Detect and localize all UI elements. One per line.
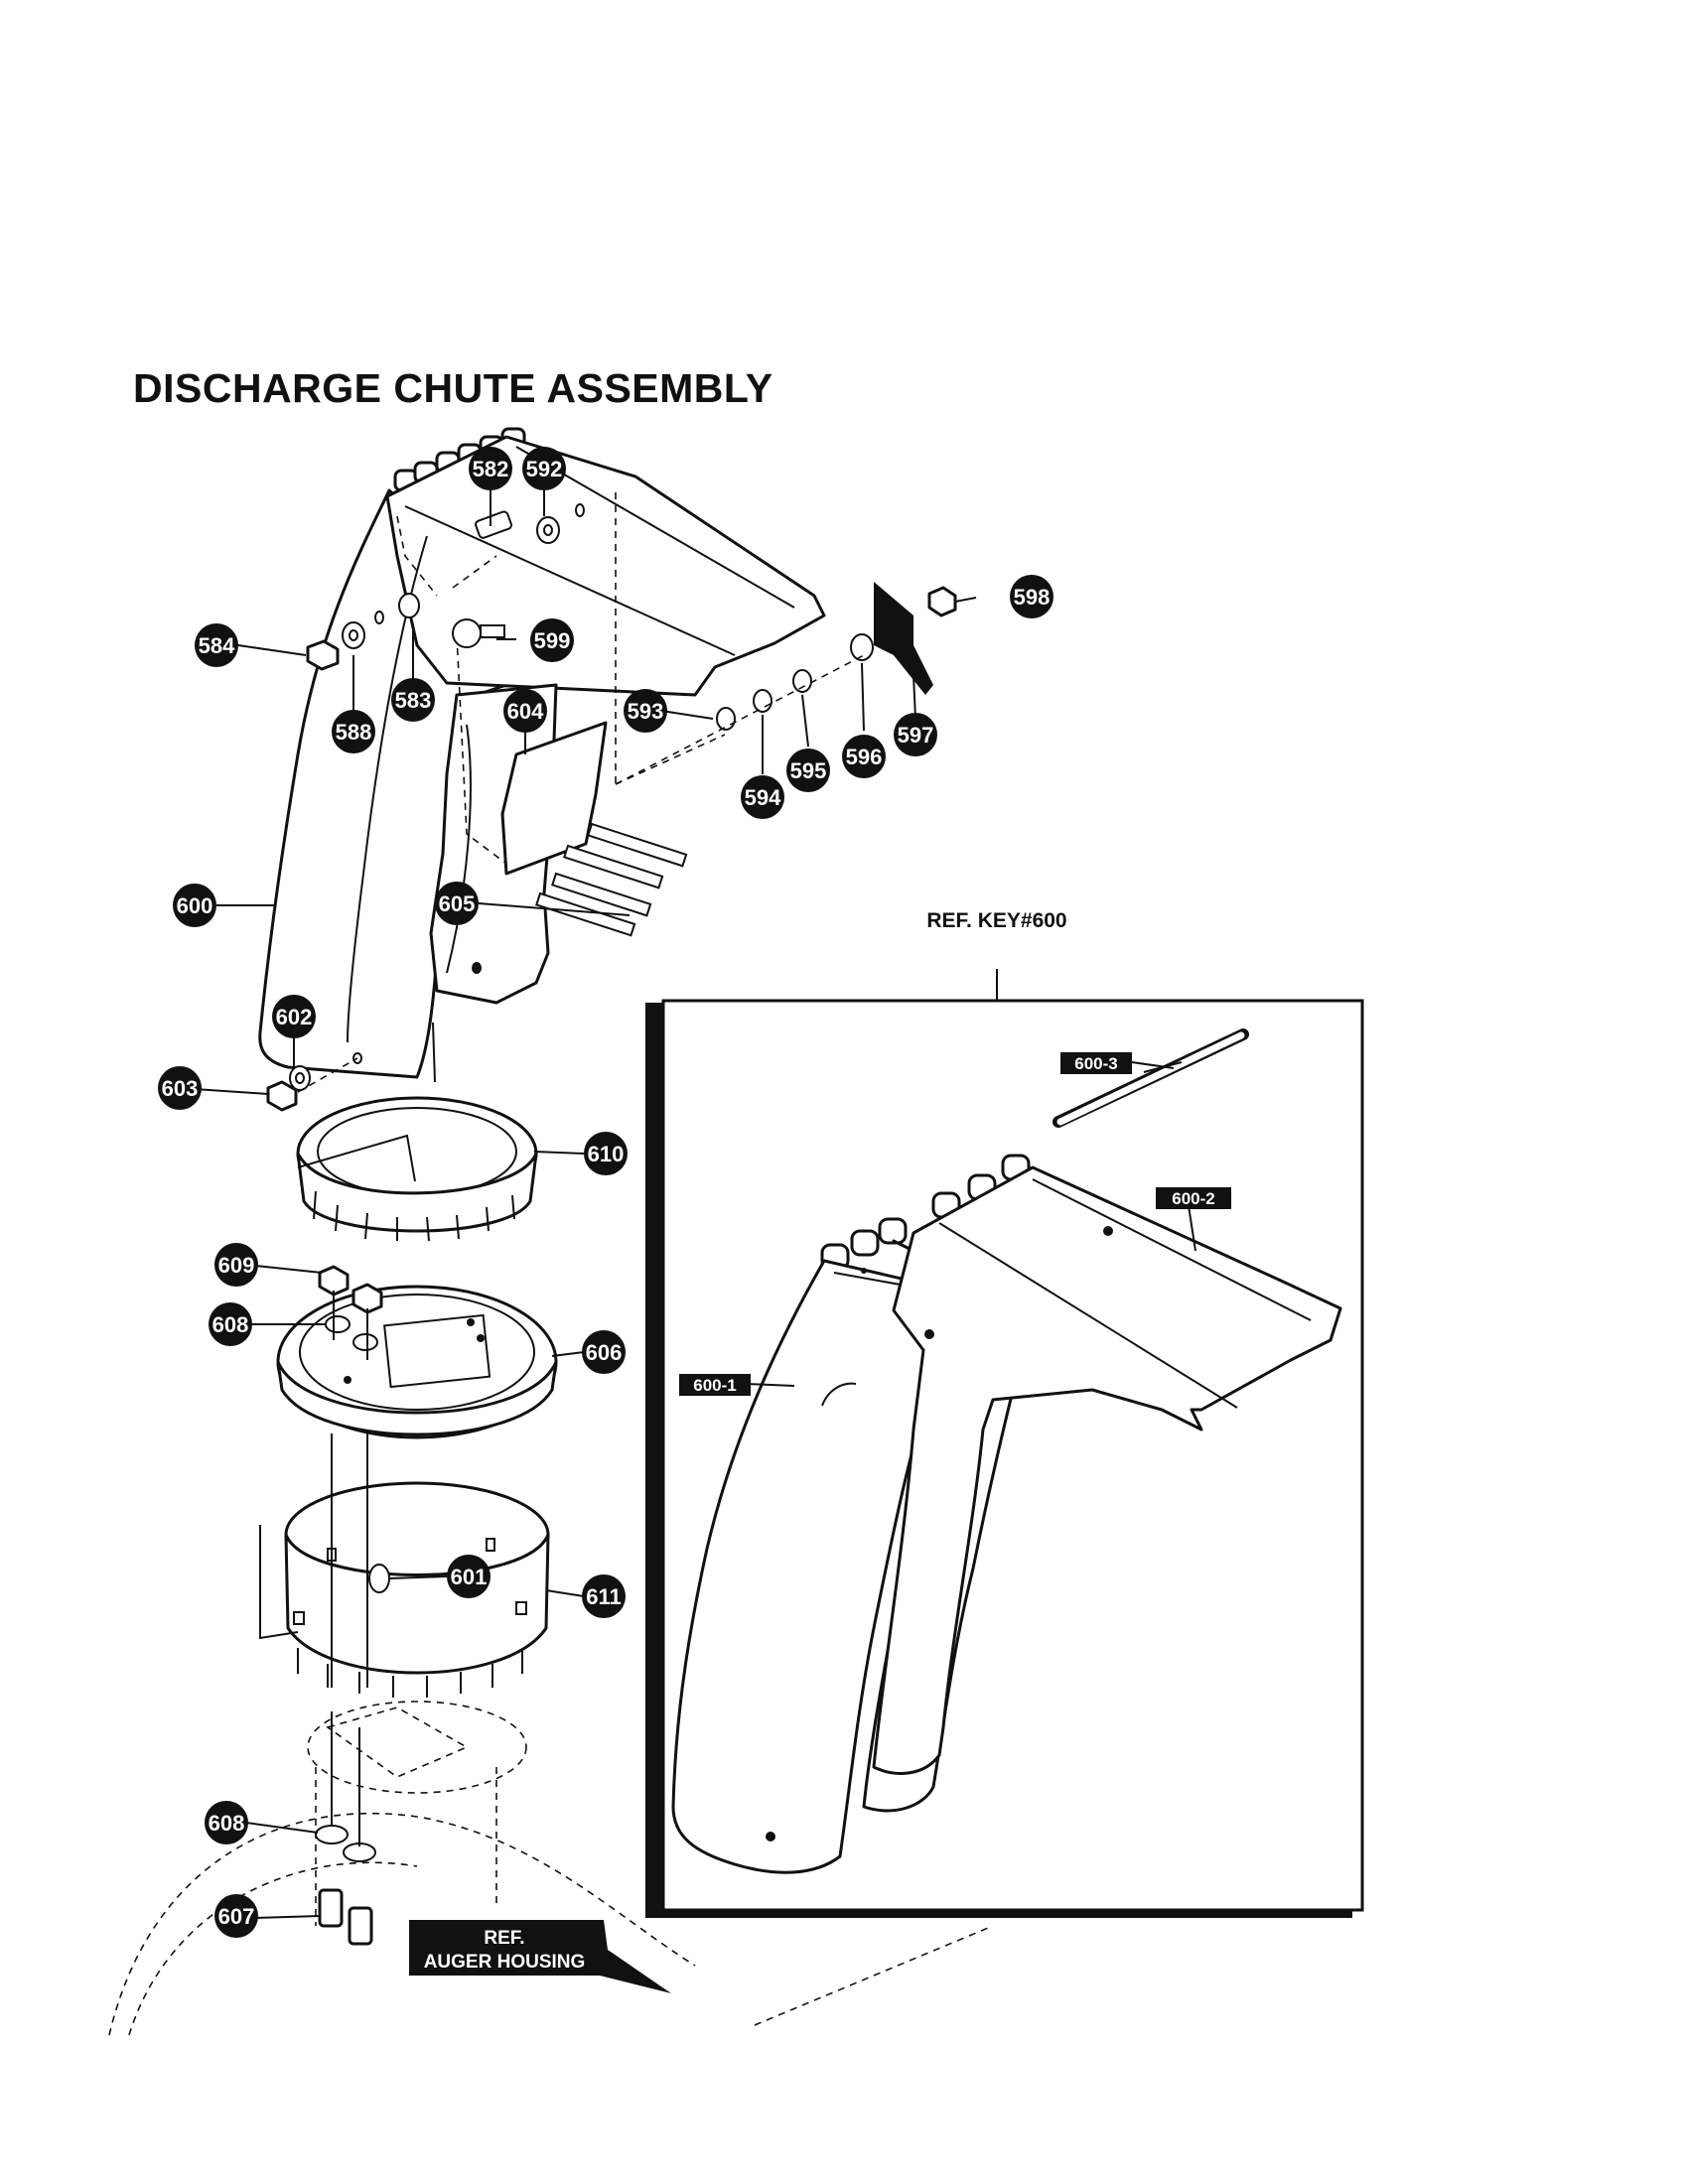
tag-600-2-label: 600-2	[1172, 1189, 1214, 1208]
callout-597: 597	[894, 713, 937, 756]
callout-606-label: 606	[586, 1340, 623, 1365]
callout-600: 600	[173, 884, 216, 927]
callout-610: 610	[584, 1132, 628, 1175]
callout-593: 593	[624, 689, 667, 733]
deflector-blade	[500, 721, 608, 876]
callout-595-label: 595	[790, 758, 827, 783]
callout-606: 606	[582, 1330, 626, 1374]
callout-584-label: 584	[199, 633, 235, 658]
callout-600-label: 600	[177, 893, 213, 918]
callout-608-upper: 608	[209, 1302, 252, 1346]
auger-flag-line2: AUGER HOUSING	[424, 1952, 586, 1973]
callout-582: 582	[469, 447, 512, 490]
callout-608-upper-label: 608	[212, 1312, 249, 1337]
callout-595: 595	[786, 749, 830, 792]
leader-lines	[179, 467, 1196, 1919]
top-hardware	[306, 503, 585, 671]
callout-584: 584	[195, 623, 238, 667]
tag-600-2: 600-2	[1156, 1187, 1231, 1209]
callout-605-label: 605	[439, 891, 476, 916]
lower-hardware	[266, 1022, 436, 1112]
ref-key-inset	[645, 969, 1364, 1918]
callout-594: 594	[741, 775, 784, 819]
callout-605: 605	[435, 882, 479, 925]
auger-mount-drawing	[108, 1701, 994, 2036]
callout-601-label: 601	[451, 1565, 488, 1589]
callout-598-label: 598	[1014, 585, 1051, 610]
callout-601: 601	[447, 1555, 491, 1598]
right-hardware	[615, 582, 957, 785]
callout-582-label: 582	[473, 457, 509, 481]
callout-611: 611	[582, 1574, 626, 1618]
auger-housing-flag: REF. AUGER HOUSING	[409, 1920, 671, 1993]
callout-599: 599	[530, 618, 574, 662]
callout-602-label: 602	[276, 1005, 313, 1029]
callout-592: 592	[522, 447, 566, 490]
callout-608-lower-label: 608	[209, 1811, 245, 1836]
callout-609: 609	[214, 1243, 258, 1287]
ring-610-drawing	[296, 1096, 538, 1242]
inset-front-plate	[872, 1165, 1342, 1775]
callout-596: 596	[842, 735, 886, 778]
callout-599-label: 599	[534, 628, 571, 653]
callout-608-lower: 608	[205, 1801, 248, 1844]
pins	[535, 822, 688, 937]
callout-609-label: 609	[218, 1253, 255, 1278]
ring-606-drawing	[276, 1265, 558, 1439]
tag-600-1-label: 600-1	[693, 1376, 736, 1395]
ring-611-drawing	[259, 1430, 550, 1698]
callout-607-label: 607	[218, 1904, 255, 1929]
callout-594-label: 594	[745, 785, 781, 810]
tag-600-1: 600-1	[679, 1374, 751, 1396]
callout-593-label: 593	[628, 699, 664, 724]
callout-583: 583	[391, 678, 435, 722]
callout-602: 602	[272, 995, 316, 1038]
ref-key-label: REF. KEY#600	[926, 909, 1066, 932]
callout-604-label: 604	[507, 699, 544, 724]
callout-588: 588	[332, 710, 375, 753]
page-title: DISCHARGE CHUTE ASSEMBLY	[133, 365, 773, 411]
tag-600-3: 600-3	[1060, 1052, 1132, 1074]
chute-deflector-plate	[385, 435, 826, 697]
callout-592-label: 592	[526, 457, 563, 481]
inset-back-plate	[671, 1259, 955, 1874]
callout-603-label: 603	[162, 1076, 199, 1101]
callout-610-label: 610	[588, 1142, 625, 1166]
callout-588-label: 588	[336, 720, 372, 745]
callout-607: 607	[214, 1894, 258, 1938]
callout-611-label: 611	[586, 1584, 622, 1609]
callout-597-label: 597	[898, 723, 934, 748]
callout-604: 604	[503, 689, 547, 733]
callout-583-label: 583	[395, 688, 432, 713]
callout-598: 598	[1010, 575, 1053, 618]
tag-600-3-label: 600-3	[1074, 1054, 1117, 1073]
callout-596-label: 596	[846, 745, 883, 769]
auger-flag-line1: REF.	[484, 1928, 524, 1949]
callout-603: 603	[158, 1066, 202, 1110]
